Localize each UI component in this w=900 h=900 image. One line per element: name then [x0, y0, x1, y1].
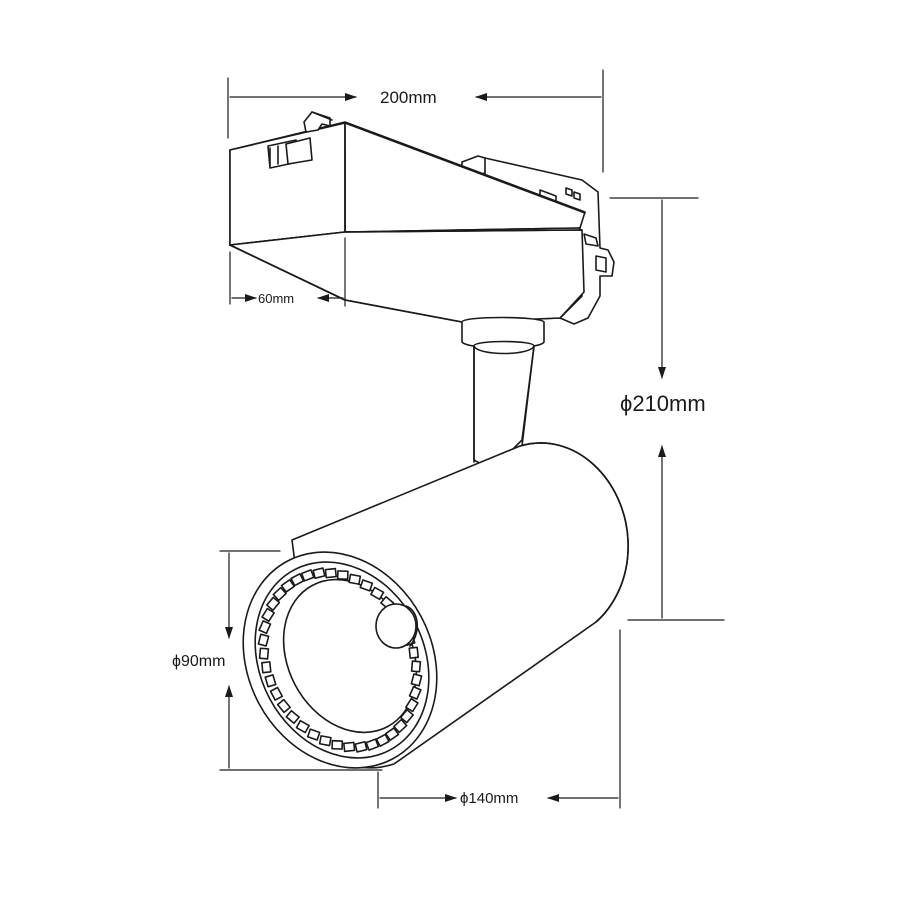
- dimension-height: ϕ210mm: [609, 197, 725, 621]
- label-90mm: ϕ90mm: [172, 653, 225, 670]
- led-cell: [365, 738, 380, 751]
- led-cell: [276, 698, 291, 714]
- led-cell: [295, 719, 310, 734]
- led-cell: [410, 660, 422, 673]
- led-cell: [258, 620, 272, 635]
- led-cell: [393, 718, 408, 734]
- led-cell: [261, 607, 275, 623]
- led-cell: [269, 686, 284, 701]
- led-cell: [410, 673, 423, 687]
- led-cell: [375, 733, 390, 747]
- led-cell: [354, 741, 368, 753]
- led-cell: [261, 661, 272, 674]
- stem: [461, 316, 545, 471]
- label-210mm: ϕ210mm: [620, 391, 706, 416]
- dimension-width: 200mm: [227, 69, 604, 173]
- label-140mm: ϕ140mm: [460, 790, 518, 807]
- led-cell: [272, 586, 287, 602]
- led-cell: [408, 685, 422, 700]
- led-cell: [370, 586, 385, 601]
- track-adapter: [229, 111, 615, 325]
- led-cell: [359, 579, 374, 592]
- led-cell: [258, 647, 270, 660]
- led-cell: [300, 569, 315, 582]
- led-cell: [306, 728, 321, 741]
- led-cell: [405, 697, 419, 713]
- led-cell: [312, 567, 326, 579]
- led-cell: [264, 674, 277, 688]
- sensor-lens: [375, 603, 417, 649]
- label-60mm: 60mm: [258, 291, 294, 306]
- led-cell: [318, 735, 332, 747]
- led-cell: [384, 727, 400, 742]
- dimension-adapter-width: 60mm: [229, 237, 346, 307]
- led-cell: [290, 573, 305, 587]
- led-cell: [348, 573, 362, 585]
- lens-head: [242, 551, 438, 769]
- led-cell: [336, 570, 349, 581]
- led-cell: [257, 633, 270, 647]
- led-cell: [266, 596, 281, 612]
- led-cell: [399, 708, 414, 724]
- dimension-body-length: ϕ140mm: [377, 629, 621, 809]
- label-200mm: 200mm: [380, 88, 437, 107]
- dimension-head-diameter: ϕ90mm: [172, 550, 383, 771]
- led-cell: [324, 567, 337, 579]
- adapter-latch: [267, 137, 313, 169]
- led-cell: [331, 739, 344, 750]
- adapter-top-clip: [303, 111, 333, 133]
- led-cell: [280, 578, 296, 593]
- led-cell: [343, 741, 356, 753]
- led-cell: [285, 709, 300, 725]
- led-cell: [408, 646, 419, 659]
